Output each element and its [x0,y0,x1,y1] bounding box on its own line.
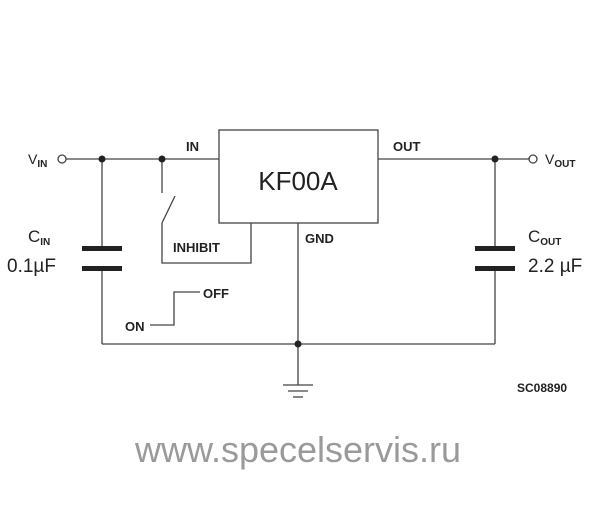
inhibit-label: INHIBIT [173,240,220,255]
junction-dot [294,340,302,348]
junction-dot [158,155,166,163]
cin-plate [82,266,122,271]
vout-label: VOUT [545,151,575,170]
vin-label: VIN [28,151,47,170]
on-off-level [150,291,200,326]
vin-terminal [57,154,67,164]
cin-label: CIN [28,227,50,248]
cin-value: 0.1µF [7,256,56,277]
pin-out-label: OUT [393,139,421,154]
on-label: ON [125,319,145,334]
cout-plate [475,246,515,251]
pin-in-label: IN [186,139,199,154]
pin-gnd-label: GND [305,231,334,246]
switch-blade [161,195,176,224]
cout-plate [475,266,515,271]
vout-terminal [528,154,538,164]
junction-dot [491,155,499,163]
cin-plate [82,246,122,251]
junction-dot [98,155,106,163]
watermark: www.specelservis.ru [134,429,461,470]
chip-name: KF00A [258,166,338,196]
inhibit-wire [161,223,252,264]
diagram-code: SC08890 [517,381,567,395]
cout-value: 2.2 µF [528,256,582,277]
cout-label: COUT [528,227,561,248]
off-label: OFF [203,286,229,301]
